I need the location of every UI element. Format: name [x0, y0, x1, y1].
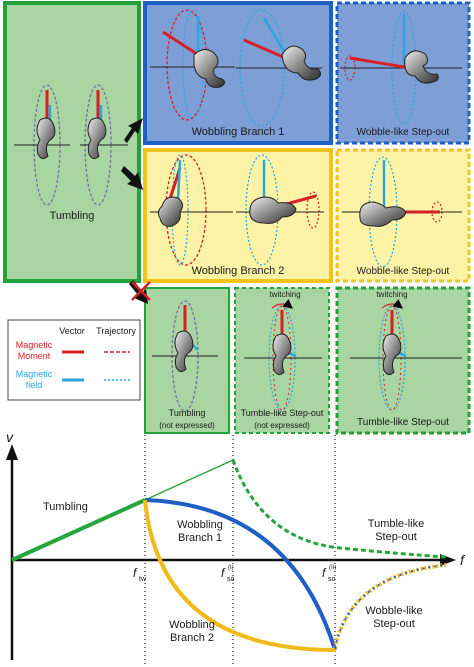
label-twitching-2: twitching [376, 290, 407, 299]
swimmer-wobbling1-right [236, 9, 322, 127]
graph-label-wobble-step-out-line1: Wobble-like [365, 605, 422, 617]
x-axis-label: f [460, 552, 466, 568]
label-wobble-step-out-2: Wobble-like Step-out [357, 266, 450, 277]
legend-col-vector: Vector [59, 326, 85, 336]
label-tumble-step-out-not-expressed: Tumble-like Step-out [241, 408, 324, 418]
label-tumbling-not-expressed-note: (not expressed) [159, 421, 215, 430]
curve-wobbling-branch-1 [144, 498, 337, 651]
swimmer-tumbling-not-expressed [152, 300, 218, 412]
svg-text:so: so [227, 576, 235, 583]
y-axis-label: v [6, 429, 14, 445]
swimmer-tumbling-left [14, 84, 70, 206]
label-wobble-step-out-1: Wobble-like Step-out [357, 127, 450, 138]
graph-label-wobbling2-line1: Wobbling [169, 619, 215, 631]
arrow-tumbling-to-wobbling2 [121, 166, 143, 190]
swimmer-wobbling2-right [236, 154, 324, 266]
graph-label-tumbling: Tumbling [43, 501, 88, 513]
curve-tumbling-extension [144, 459, 234, 501]
graph-label-tumble-step-out-line1: Tumble-like [368, 518, 424, 530]
label-tumble-step-out: Tumble-like Step-out [357, 417, 449, 428]
svg-text:(II): (II) [329, 565, 336, 571]
svg-text:tw: tw [139, 576, 147, 583]
swimmer-tumble-step-out-not-expressed [244, 299, 322, 411]
curve-wobbling-branch-2 [143, 499, 336, 652]
panel-tumbling [3, 1, 141, 283]
swimmer-wobble-step-out-1 [340, 11, 462, 125]
panel-tumbling-not-expressed [144, 287, 230, 434]
graph-label-tumble-step-out-line2: Step-out [375, 531, 417, 543]
arrow-tumbling-to-tumbling-blocked [129, 280, 151, 304]
swimmer-tumble-step-out [350, 299, 462, 411]
graph-label-wobbling1-line2: Branch 1 [178, 532, 222, 544]
svg-text:f: f [322, 566, 327, 580]
label-wobbling-branch-1: Wobbling Branch 1 [192, 126, 285, 138]
legend-moment-line2: Moment [18, 351, 51, 361]
graph-label-wobbling1-line1: Wobbling [177, 519, 223, 531]
arrow-tumbling-to-wobbling1 [124, 118, 143, 143]
label-twitching-1: twitching [269, 290, 300, 299]
svg-text:f: f [133, 566, 138, 580]
panel-tumble-step-out [335, 286, 471, 435]
tick-f-tw: f tw [133, 566, 147, 583]
legend: Vector Trajectory Magnetic Moment Magnet… [7, 319, 141, 401]
label-wobbling-branch-2: Wobbling Branch 2 [192, 265, 285, 277]
legend-field-line2: field [26, 380, 43, 390]
y-axis-arrowhead [6, 444, 18, 460]
curve-tumbling [11, 498, 146, 562]
legend-field-line1: Magnetic [16, 369, 53, 379]
legend-col-trajectory: Trajectory [96, 326, 136, 336]
svg-text:f: f [221, 566, 226, 580]
svg-text:so: so [328, 576, 336, 583]
label-tumble-step-out-not-expressed-note: (not expressed) [254, 421, 310, 430]
legend-moment-line1: Magnetic [16, 340, 53, 350]
graph-label-wobbling2-line2: Branch 2 [170, 632, 214, 644]
curve-wobble-step-out-yellow [333, 563, 447, 649]
svg-text:(I): (I) [228, 565, 234, 571]
swimmer-wobbling1-left [150, 9, 235, 121]
tick-f-so-1: f (I) so [221, 565, 235, 583]
label-tumbling-panel: Tumbling [50, 210, 95, 222]
swimmer-wobble-step-out-2 [342, 156, 462, 268]
tick-f-so-2: f (II) so [322, 565, 336, 583]
swimmer-tumbling-right [80, 84, 128, 206]
label-tumbling-not-expressed: Tumbling [169, 408, 206, 418]
swimmer-wobbling2-left [150, 154, 233, 266]
graph-label-wobble-step-out-line2: Step-out [373, 618, 415, 630]
curve-tumble-step-out [231, 459, 447, 559]
